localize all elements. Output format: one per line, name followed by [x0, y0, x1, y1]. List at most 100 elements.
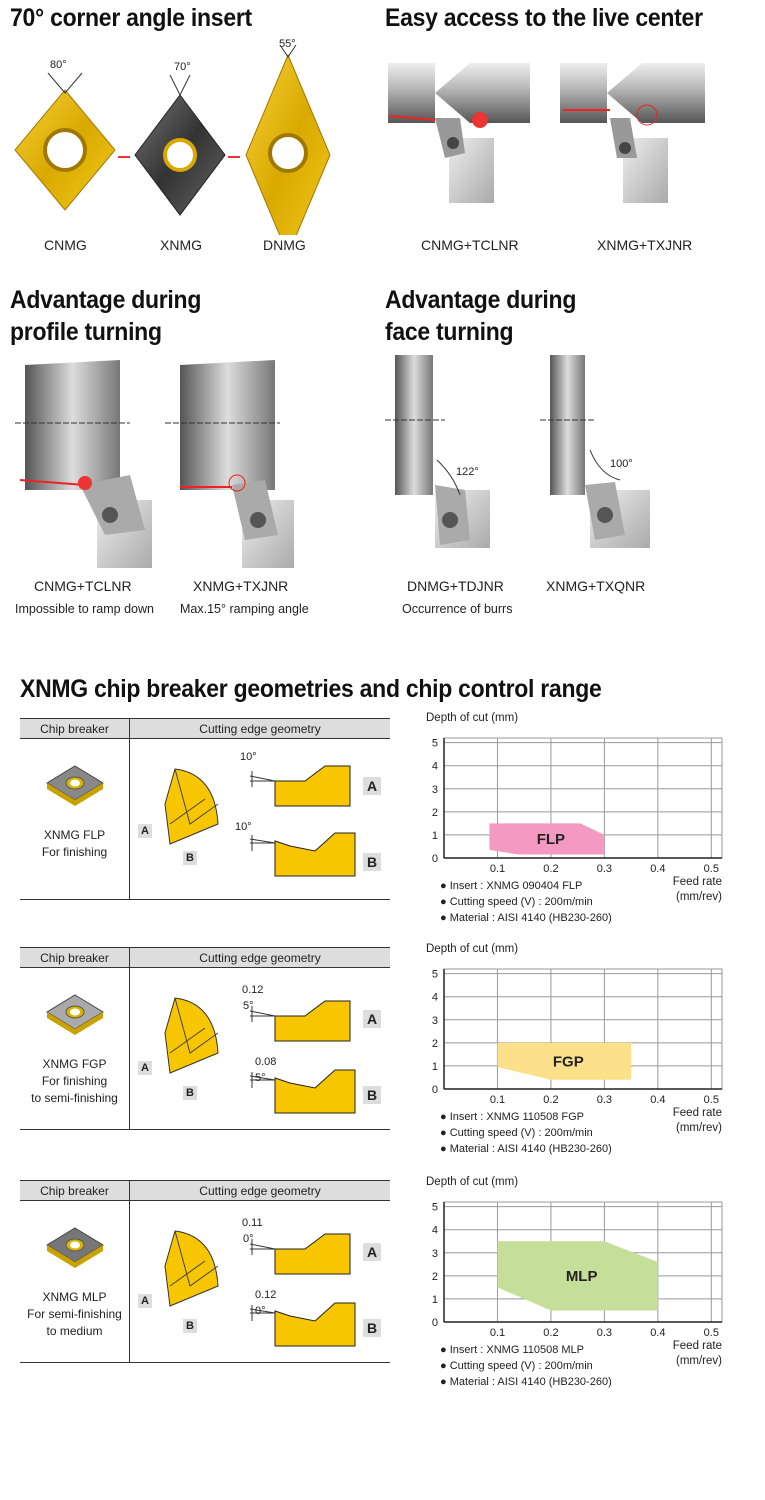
y-tick-label: 2 [432, 1271, 438, 1283]
geometry-label-a: A [363, 777, 381, 795]
chart-ylabel: Depth of cut (mm) [426, 712, 519, 724]
angle-b: 5° [255, 1072, 266, 1084]
y-tick-label: 0 [432, 853, 438, 865]
label-xnmg: XNMG [160, 237, 202, 253]
profile-turning-illustration [15, 360, 294, 568]
x-tick-label: 0.4 [650, 1094, 665, 1106]
corner-label-b: B [183, 1319, 197, 1333]
bullet-icon: ● [440, 912, 450, 924]
bullet-icon: ● [440, 880, 450, 892]
x-tick-label: 0.1 [490, 1094, 505, 1106]
geometry-label-b: B [363, 853, 381, 871]
bullet-icon: ● [440, 1376, 450, 1388]
x-tick-label: 0.1 [490, 1327, 505, 1339]
chipbreaker-desc: For finishing [41, 1074, 108, 1088]
angle-a: 10° [240, 751, 257, 763]
chipbreaker-desc: For finishing [41, 845, 108, 859]
corner-label-b: B [183, 1086, 197, 1100]
angle-100: 100° [610, 458, 633, 470]
region-flp [489, 823, 605, 855]
chart-note: ● Insert : XNMG 110508 MLP [440, 1344, 585, 1356]
x-tick-label: 0.4 [650, 1327, 665, 1339]
chart-note: ● Insert : XNMG 090404 FLP [440, 880, 583, 892]
land-a: 0.11 [242, 1217, 263, 1229]
angle-70: 70° [174, 61, 191, 73]
edge-profile-b [249, 832, 356, 877]
region-mlp [497, 1241, 658, 1311]
x-tick-label: 0.4 [650, 863, 665, 875]
insert-corner-illustration [164, 768, 219, 845]
label-cnmg-tclnr-profile: CNMG+TCLNR [34, 578, 132, 594]
x-tick-label: 0.2 [543, 1094, 558, 1106]
y-tick-label: 5 [432, 969, 438, 981]
xlabel-line2: (mm/rev) [676, 1122, 722, 1134]
cnmg-insert-icon [14, 89, 116, 211]
chart-xlabel: Feed rate (mm/rev) [673, 875, 722, 905]
chart-ylabel: Depth of cut (mm) [426, 1176, 519, 1188]
profile-title-line1: Advantage during [10, 286, 202, 314]
chip-control-chart: Depth of cut (mm) Feed rate(mm/rev) ● In… [410, 943, 740, 1163]
chart-note: ● Material : AISI 4140 (HB230-260) [440, 1376, 612, 1388]
chipbreaker-desc: For semi-finishing [27, 1307, 122, 1321]
chart-xlabel: Feed rate (mm/rev) [673, 1106, 722, 1136]
region-label: MLP [566, 1268, 598, 1285]
angle-80: 80° [50, 59, 67, 71]
corner-label-a: A [138, 1061, 152, 1075]
y-tick-label: 4 [432, 1225, 438, 1237]
face-title-line1: Advantage during [385, 286, 577, 314]
chipbreaker-title: XNMG chip breaker geometries and chip co… [20, 675, 602, 703]
x-tick-label: 0.3 [597, 1327, 612, 1339]
corner-angle-title: 70° corner angle insert [10, 4, 252, 32]
y-tick-label: 0 [432, 1317, 438, 1329]
note-burrs: Occurrence of burrs [402, 602, 513, 616]
chipbreaker-insert-icon [45, 1227, 104, 1268]
bullet-icon: ● [440, 1143, 450, 1155]
bullet-icon: ● [440, 1111, 450, 1123]
xlabel-line1: Feed rate [672, 876, 722, 888]
xlabel-line2: (mm/rev) [676, 891, 722, 903]
corner-label-a: A [138, 824, 152, 838]
angle-a: 5° [243, 1000, 254, 1012]
chipbreaker-name: XNMG MLP [42, 1290, 107, 1304]
angle-b: 0° [255, 1305, 266, 1317]
x-tick-label: 0.1 [490, 863, 505, 875]
x-tick-label: 0.5 [704, 1327, 719, 1339]
label-xnmg-txqnr: XNMG+TXQNR [546, 578, 646, 594]
y-tick-label: 2 [432, 1038, 438, 1050]
y-tick-label: 0 [432, 1084, 438, 1096]
bullet-icon: ● [440, 1360, 450, 1372]
angle-b: 10° [235, 821, 252, 833]
bullet-icon: ● [440, 1127, 450, 1139]
chip-control-chart: Depth of cut (mm) Feed rate (mm/rev) ● In… [410, 712, 740, 932]
label-cnmg-tclnr: CNMG+TCLNR [421, 237, 519, 253]
header-chip-breaker: Chip breaker [20, 719, 130, 738]
y-tick-label: 4 [432, 992, 438, 1004]
y-tick-label: 1 [432, 1294, 438, 1306]
xlabel-line1: Feed rate [672, 1107, 722, 1119]
chart-note: ● Cutting speed (V) : 200m/min [440, 1360, 593, 1372]
y-tick-label: 3 [432, 1015, 438, 1027]
angle-55: 55° [279, 38, 296, 50]
label-xnmg-txjnr-profile: XNMG+TXJNR [193, 578, 289, 594]
edge-profile-a [249, 1233, 351, 1275]
geometry-label-a: A [363, 1010, 381, 1028]
chipbreaker-desc2: to semi-finishing [31, 1091, 118, 1105]
chart-note: ● Material : AISI 4140 (HB230-260) [440, 1143, 612, 1155]
y-tick-label: 5 [432, 738, 438, 750]
chipbreaker-insert-icon [45, 994, 104, 1035]
header-cutting-edge: Cutting edge geometry [199, 722, 321, 736]
xlabel-line1: Feed rate [672, 1340, 722, 1352]
insert-corner-illustration [164, 997, 219, 1074]
label-dnmg: DNMG [263, 237, 306, 253]
y-tick-label: 3 [432, 784, 438, 796]
edge-profile-b [249, 1069, 356, 1114]
xlabel-line2: (mm/rev) [676, 1355, 722, 1367]
note-ramping-angle: Max.15° ramping angle [180, 602, 309, 616]
chart-note: ● Material : AISI 4140 (HB230-260) [440, 912, 612, 924]
corner-label-a: A [138, 1294, 152, 1308]
